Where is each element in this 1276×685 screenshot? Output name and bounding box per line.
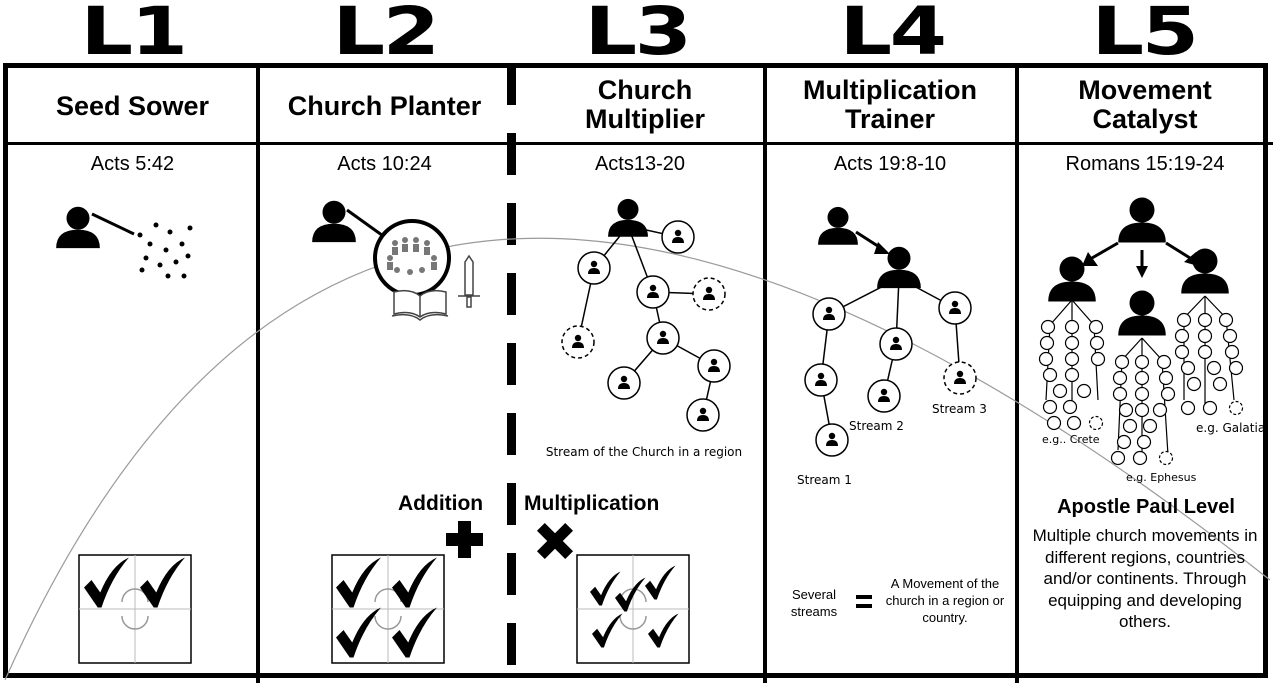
sowing-line — [91, 212, 135, 236]
level-code-l2: L2 — [332, 0, 440, 70]
level-code-l4: L4 — [839, 0, 947, 70]
checklist-l3 — [576, 554, 690, 664]
column-divider-3 — [763, 63, 767, 683]
level-name: Apostle Paul Level — [1057, 496, 1235, 518]
person-icon — [1118, 197, 1166, 243]
level-code-l5: L5 — [1091, 0, 1199, 70]
movement-streams — [1038, 295, 1244, 466]
bible-icon — [391, 289, 449, 321]
church-group-icon — [373, 219, 451, 297]
addition-multiplication-divider — [507, 63, 516, 683]
ref-l3: Acts13-20 — [594, 153, 686, 175]
header-divider — [3, 142, 1273, 145]
times-icon — [536, 522, 574, 560]
equation-right: A Movement of the church in a region or … — [885, 576, 1005, 625]
title-seed-sower: Seed Sower — [55, 91, 210, 121]
level-description: Multiple church movements in different r… — [1032, 526, 1258, 631]
example-crete: e.g.. Crete — [1042, 433, 1100, 446]
column-divider-1 — [256, 63, 260, 683]
ref-l4: Acts 19:8-10 — [833, 153, 947, 175]
example-ephesus: e.g. Ephesus — [1126, 471, 1197, 484]
title-church-planter: Church Planter — [287, 91, 482, 121]
stream-3-label: Stream 3 — [932, 402, 987, 416]
l3-caption: Stream of the Church in a region — [545, 445, 743, 459]
ref-l2: Acts 10:24 — [337, 153, 432, 175]
multiplication-label: Multiplication — [524, 492, 660, 515]
title-movement-catalyst: Movement Catalyst — [1078, 75, 1212, 134]
equals-icon — [856, 595, 872, 608]
sword-icon — [458, 254, 480, 308]
title-multiplication-trainer: Multiplication Trainer — [803, 75, 977, 134]
example-galatia: e.g. Galatia — [1196, 421, 1266, 435]
person-icon — [1118, 290, 1166, 336]
plus-icon — [446, 521, 483, 558]
ref-l1: Acts 5:42 — [90, 153, 175, 175]
progress-curve — [4, 237, 1271, 681]
equation-left: Several streams — [790, 587, 838, 619]
column-divider-4 — [1015, 63, 1019, 683]
seed-dots-icon — [137, 222, 193, 279]
person-icon — [56, 206, 100, 249]
stream-1-label: Stream 1 — [797, 473, 852, 487]
checklist-l2 — [331, 554, 445, 664]
title-church-multiplier: Church Multiplier — [585, 75, 705, 134]
level-code-l1: L1 — [80, 0, 188, 70]
stream-2-label: Stream 2 — [849, 419, 904, 433]
diagram-frame — [3, 63, 1268, 678]
arrow-icon — [874, 242, 890, 254]
person-icon — [312, 200, 356, 243]
level-code-l3: L3 — [584, 0, 692, 70]
ref-l5: Romans 15:19-24 — [1065, 153, 1225, 175]
person-icon — [818, 206, 858, 245]
person-icon — [608, 198, 648, 237]
checklist-l1 — [78, 554, 192, 664]
addition-label: Addition — [398, 492, 484, 515]
